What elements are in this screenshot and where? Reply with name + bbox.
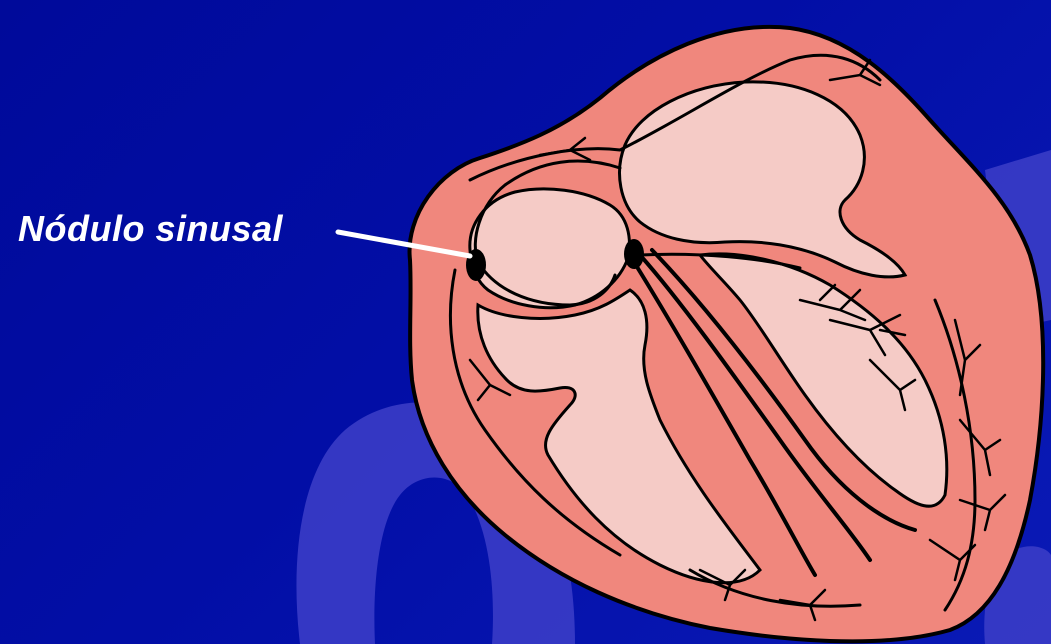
sinus-node xyxy=(466,249,486,281)
sinus-node-label: Nódulo sinusal xyxy=(18,208,283,250)
av-node xyxy=(624,239,644,269)
